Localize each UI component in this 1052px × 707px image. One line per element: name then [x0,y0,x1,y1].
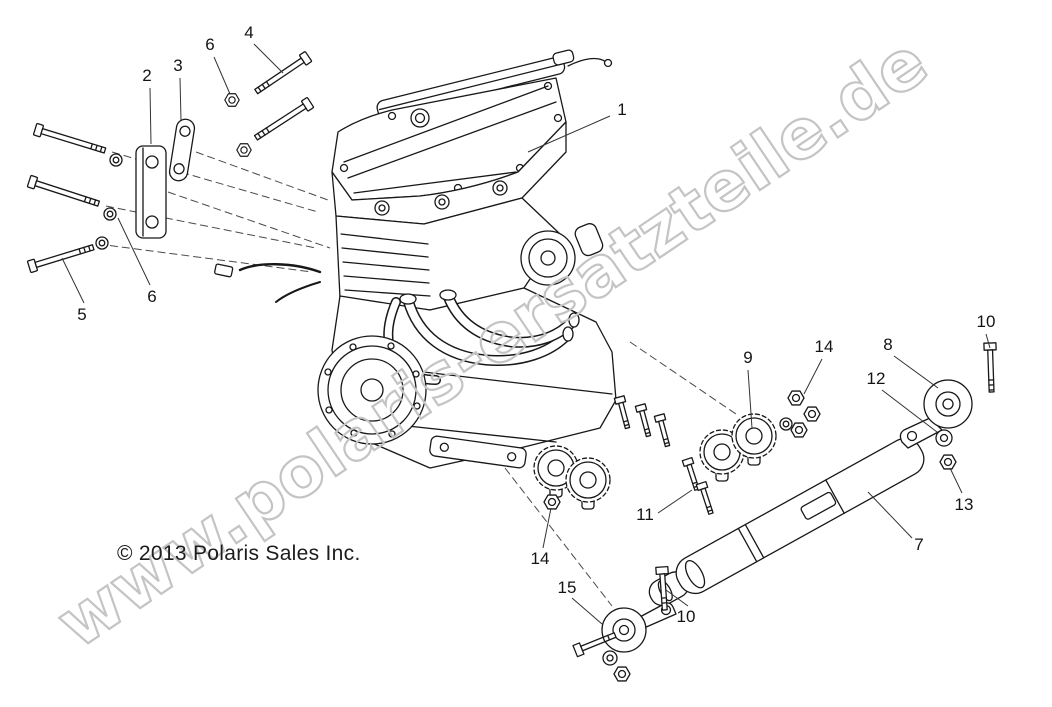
callout-5: 5 [77,305,87,324]
callout-6-left: 6 [147,287,157,306]
callout-1: 1 [617,100,627,119]
callout-10-bottom: 10 [676,607,696,626]
callout-6-top: 6 [205,35,215,54]
callout-14-bottom: 14 [530,549,550,568]
callout-12: 12 [866,369,886,388]
lower-mount-bolt [572,632,617,658]
callout-3: 3 [173,56,183,75]
callout-8: 8 [883,335,893,354]
left-mount-bolts [26,122,107,274]
phantom-lines [97,151,737,607]
right-engine-mount [899,379,973,449]
callout-2: 2 [142,66,152,85]
mount-plate-bolts [613,395,714,515]
callout-10-right: 10 [976,312,996,331]
copyright-notice: © 2013 Polaris Sales Inc. [117,542,361,565]
crossmember-tube [648,437,925,607]
callout-13: 13 [954,495,974,514]
engine-assembly [26,49,997,682]
callout-4: 4 [244,23,254,42]
callout-7: 7 [914,535,924,554]
mount-bracket-block [135,145,167,239]
left-washers-nuts [95,93,252,250]
callout-9: 9 [743,348,753,367]
callout-14-right: 14 [814,337,834,356]
lower-mount-bolt-vertical [655,565,669,611]
upper-mount-bolts [253,51,315,141]
stator-cover [317,335,427,445]
callout-11: 11 [636,505,654,524]
callout-15: 15 [557,578,577,597]
cylinder-head [331,121,567,225]
right-mount-bolt [983,342,997,393]
serrated-plates [533,413,777,510]
leader-lines [61,43,991,625]
flange-nuts [543,390,821,510]
link-plate [168,118,196,182]
